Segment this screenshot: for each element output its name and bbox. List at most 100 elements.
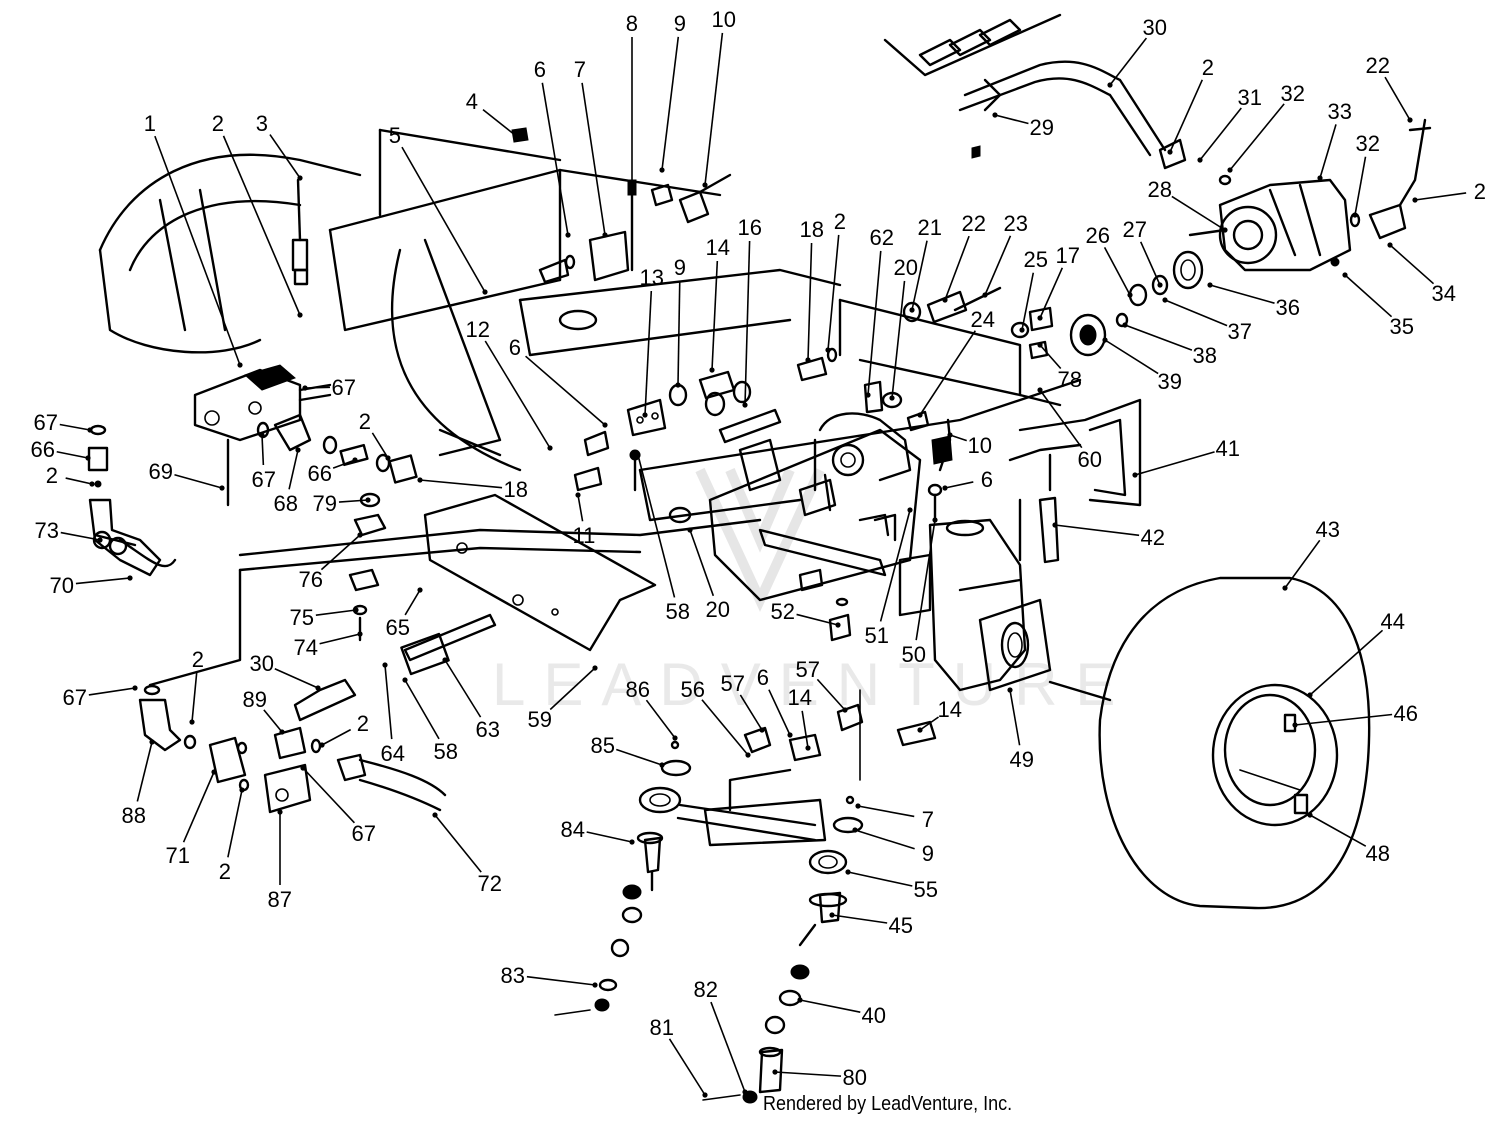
callout-arrowhead-89 [279,729,285,735]
callout-leader-2e [371,432,389,459]
callout-arrowhead-66b [85,455,91,461]
callout-arrowhead-78 [1037,342,1043,348]
callout-arrowhead-33 [1317,175,1323,181]
top-right-hose [883,13,1167,159]
callout-label-38: 38 [1193,343,1217,368]
callout-label-67c: 67 [34,410,58,435]
callout-leader-13 [644,290,653,416]
callout-label-2a: 2 [212,111,224,136]
callout-leader-27 [1139,241,1161,286]
callout-label-46: 46 [1394,701,1418,726]
callout-label-2b: 2 [834,209,846,234]
callout-arrowhead-30a [1107,82,1113,88]
callout-label-25: 25 [1024,247,1048,272]
callout-label-35: 35 [1390,314,1414,339]
callout-arrowhead-3 [297,175,303,181]
callout-leader-57a [739,694,763,731]
callout-leader-17 [1039,267,1064,319]
callout-arrowhead-9b [675,382,681,388]
callout-leader-6d [768,689,791,736]
callout-leader-33 [1319,124,1337,179]
cross-shaft [400,613,497,676]
credit-text: Rendered by LeadVenture, Inc. [763,1093,1013,1115]
callout-leader-11 [577,494,584,522]
callout-leader-31 [1199,107,1242,161]
callout-arrowhead-6b [602,422,608,428]
callout-label-42: 42 [1141,525,1165,550]
callout-leader-2h [227,789,243,858]
callout-arrowhead-6c [942,485,948,491]
callout-label-82: 82 [694,977,718,1002]
callout-leader-50 [915,519,936,641]
callout-leader-70 [75,577,131,585]
left-fittings [87,424,177,577]
callout-arrowhead-20b [687,527,693,533]
callout-arrowhead-34 [1387,242,1393,248]
steering-spindle-assembly [554,689,937,1104]
callout-leader-75 [315,609,357,616]
callout-leader-9c [854,829,915,850]
callout-label-37: 37 [1228,319,1252,344]
callout-label-26: 26 [1086,223,1110,248]
callout-arrowhead-23 [982,292,988,298]
callout-label-39: 39 [1158,369,1182,394]
callout-arrowhead-71 [211,769,217,775]
callout-leader-14c [919,716,939,731]
callout-arrowhead-67b [259,432,265,438]
callout-arrowhead-67d [132,685,138,691]
callout-arrowhead-66a [352,457,358,463]
callout-leader-32b [1354,156,1367,216]
callout-arrowhead-67c [87,427,93,433]
callout-label-65: 65 [386,615,410,640]
callout-leader-88 [136,741,153,802]
wheel-motor-gearbox [798,418,1052,692]
callout-label-87: 87 [268,887,292,912]
callout-leader-89 [263,709,283,733]
callout-leader-69 [174,473,223,489]
callout-arrowhead-14c [917,727,923,733]
callout-label-67e: 67 [352,821,376,846]
callout-leader-80 [774,1071,842,1077]
callout-leader-36 [1209,284,1275,304]
callout-arrowhead-22b [1407,117,1413,123]
callout-arrowhead-35 [1342,272,1348,278]
callout-leader-74 [319,633,361,645]
center-fittings [573,347,838,492]
callout-label-62: 62 [870,225,894,250]
callout-leader-34 [1389,244,1435,285]
callout-label-13: 13 [640,265,664,290]
callout-arrowhead-58b [402,677,408,683]
callout-arrowhead-5 [482,289,488,295]
callout-label-12: 12 [466,317,490,342]
callout-label-49: 49 [1010,747,1034,772]
callout-arrowhead-2e [385,455,391,461]
callout-leader-30b [274,667,319,689]
callout-arrowhead-4 [512,132,518,138]
callout-label-75: 75 [290,605,314,630]
callout-leader-28 [1171,195,1226,231]
callout-label-30b: 30 [250,651,274,676]
callout-arrowhead-48 [1307,812,1313,818]
top-center-fittings [511,127,732,284]
callout-arrowhead-10b [947,432,953,438]
callout-leader-39 [1104,339,1159,375]
callout-arrowhead-65 [417,587,423,593]
callout-arrowhead-18a [805,357,811,363]
callout-label-41: 41 [1216,436,1240,461]
callout-arrowhead-2f [89,481,95,487]
rear-tire-and-wheel [1048,576,1371,910]
callout-arrowhead-83 [592,982,598,988]
callout-arrowhead-56 [745,752,751,758]
callout-leader-9b [677,280,681,386]
callout-leader-38 [1124,324,1193,351]
callout-leader-20b [689,529,715,597]
callout-arrowhead-63 [442,657,448,663]
callout-label-64: 64 [381,741,405,766]
callout-leader-65 [404,589,421,616]
callout-leader-2b [827,234,840,351]
callout-arrowhead-14a [709,367,715,373]
callout-label-14a: 14 [706,235,730,260]
callout-arrowhead-42 [1052,522,1058,528]
callout-label-45: 45 [889,913,913,938]
callout-leader-29 [994,114,1029,125]
